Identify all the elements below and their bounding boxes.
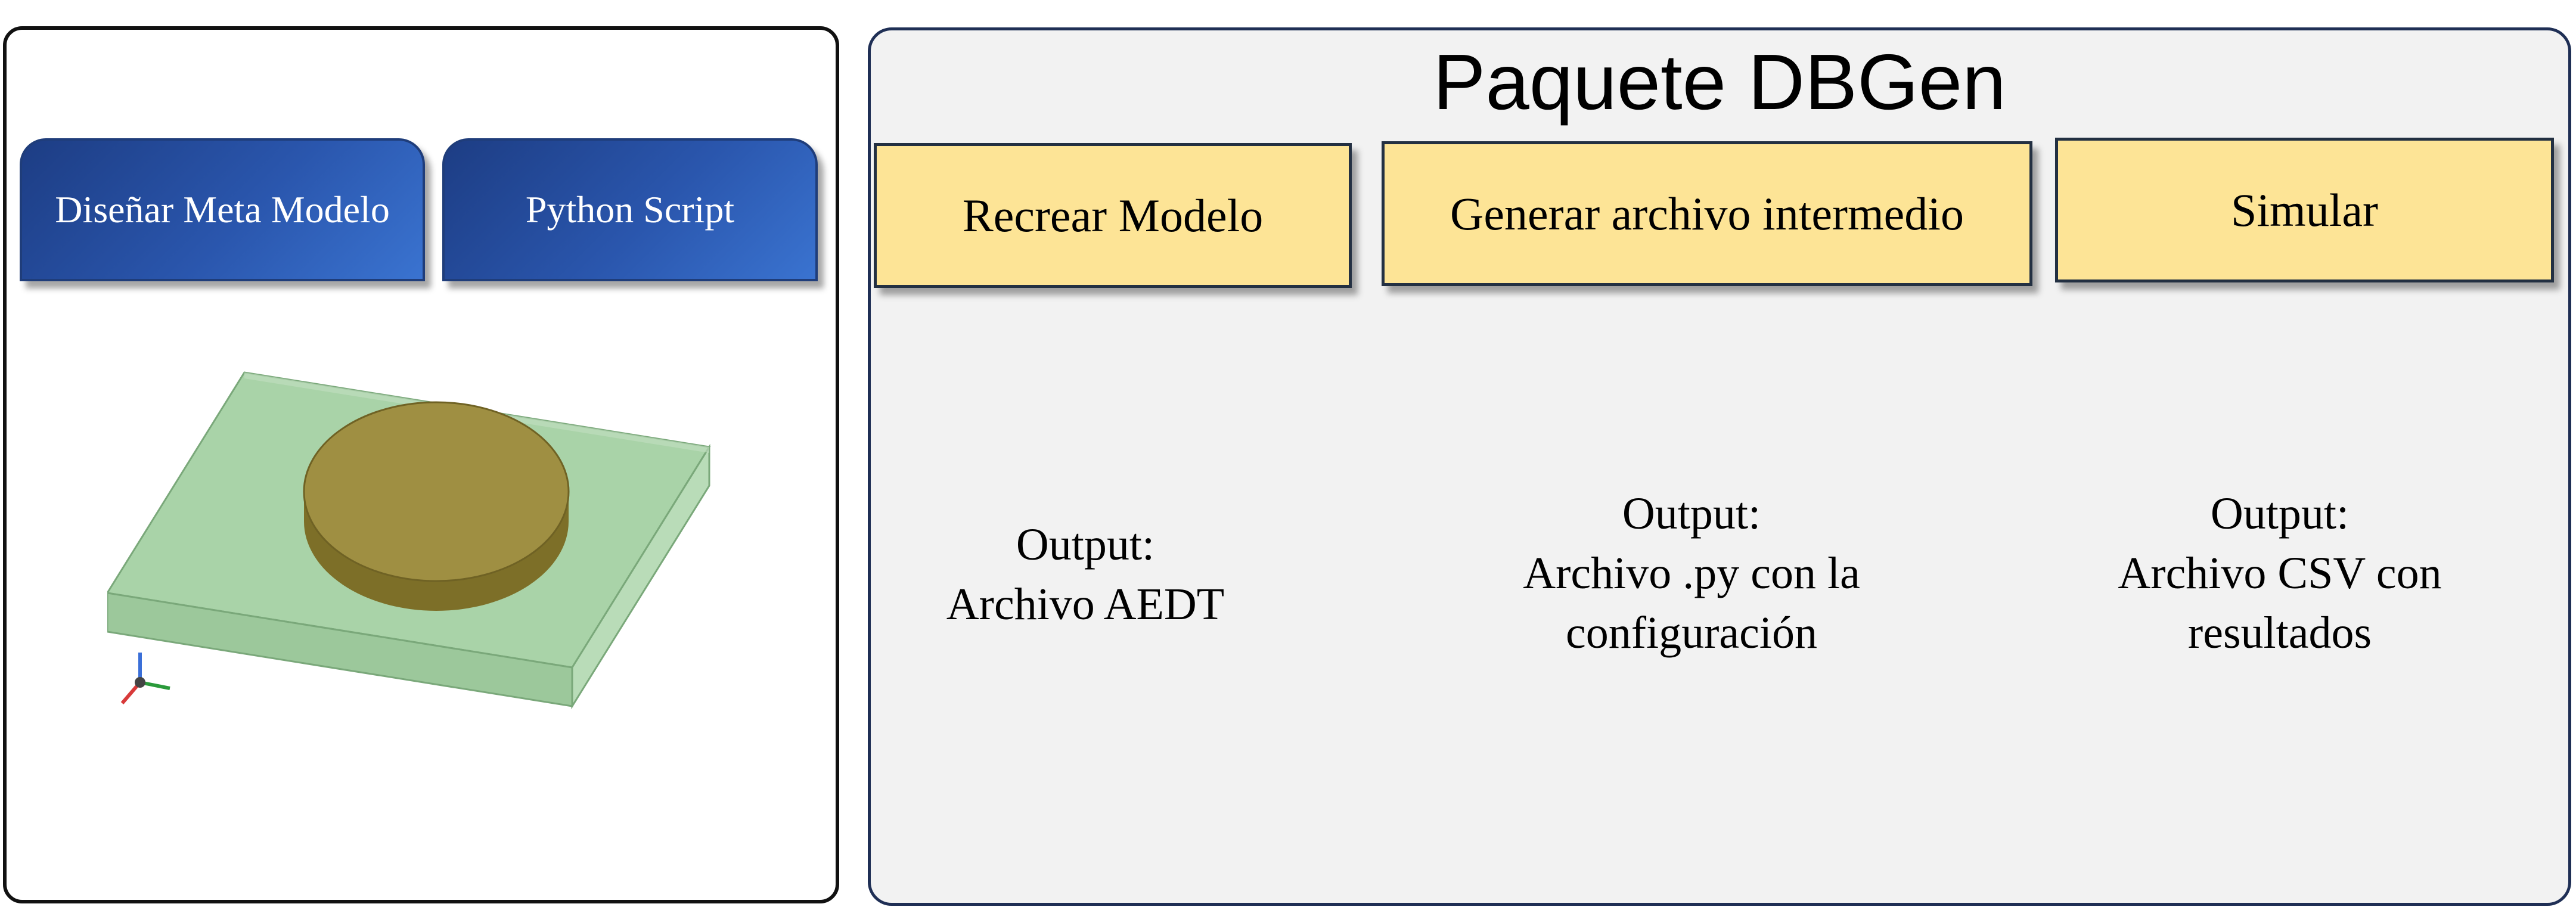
output-line: configuración — [1565, 608, 1818, 658]
page-title: Paquete DBGen — [1433, 38, 2006, 126]
output-line: Archivo AEDT — [946, 579, 1225, 629]
step-recreate-model-label: Recrear Modelo — [962, 189, 1264, 241]
3d-model-image — [107, 371, 711, 710]
design-meta-model-button[interactable]: Diseñar Meta Modelo — [20, 138, 425, 281]
axis-triad-icon — [120, 653, 170, 704]
step-generate-intermediate-file[interactable]: Generar archivo intermedio — [1382, 141, 2032, 286]
step-simulate-label: Simular — [2231, 184, 2378, 236]
output-recreate-model: Output: Archivo AEDT — [874, 515, 1297, 634]
output-line: Output: — [2210, 489, 2350, 539]
python-script-label: Python Script — [525, 188, 735, 231]
output-line: Archivo .py con la — [1523, 548, 1860, 598]
output-simulate: Output: Archivo CSV con resultados — [2026, 484, 2533, 663]
step-recreate-model[interactable]: Recrear Modelo — [874, 143, 1352, 288]
output-generate-intermediate: Output: Archivo .py con la configuración — [1382, 484, 2001, 663]
output-line: Output: — [1622, 489, 1761, 539]
output-line: resultados — [2187, 608, 2372, 658]
design-meta-model-label: Diseñar Meta Modelo — [55, 188, 390, 231]
step-generate-intermediate-label: Generar archivo intermedio — [1450, 187, 1964, 240]
output-line: Output: — [1016, 520, 1155, 570]
output-line: Archivo CSV con — [2118, 548, 2442, 598]
disc-component — [303, 401, 570, 611]
step-simulate[interactable]: Simular — [2055, 138, 2554, 282]
python-script-button[interactable]: Python Script — [442, 138, 818, 281]
